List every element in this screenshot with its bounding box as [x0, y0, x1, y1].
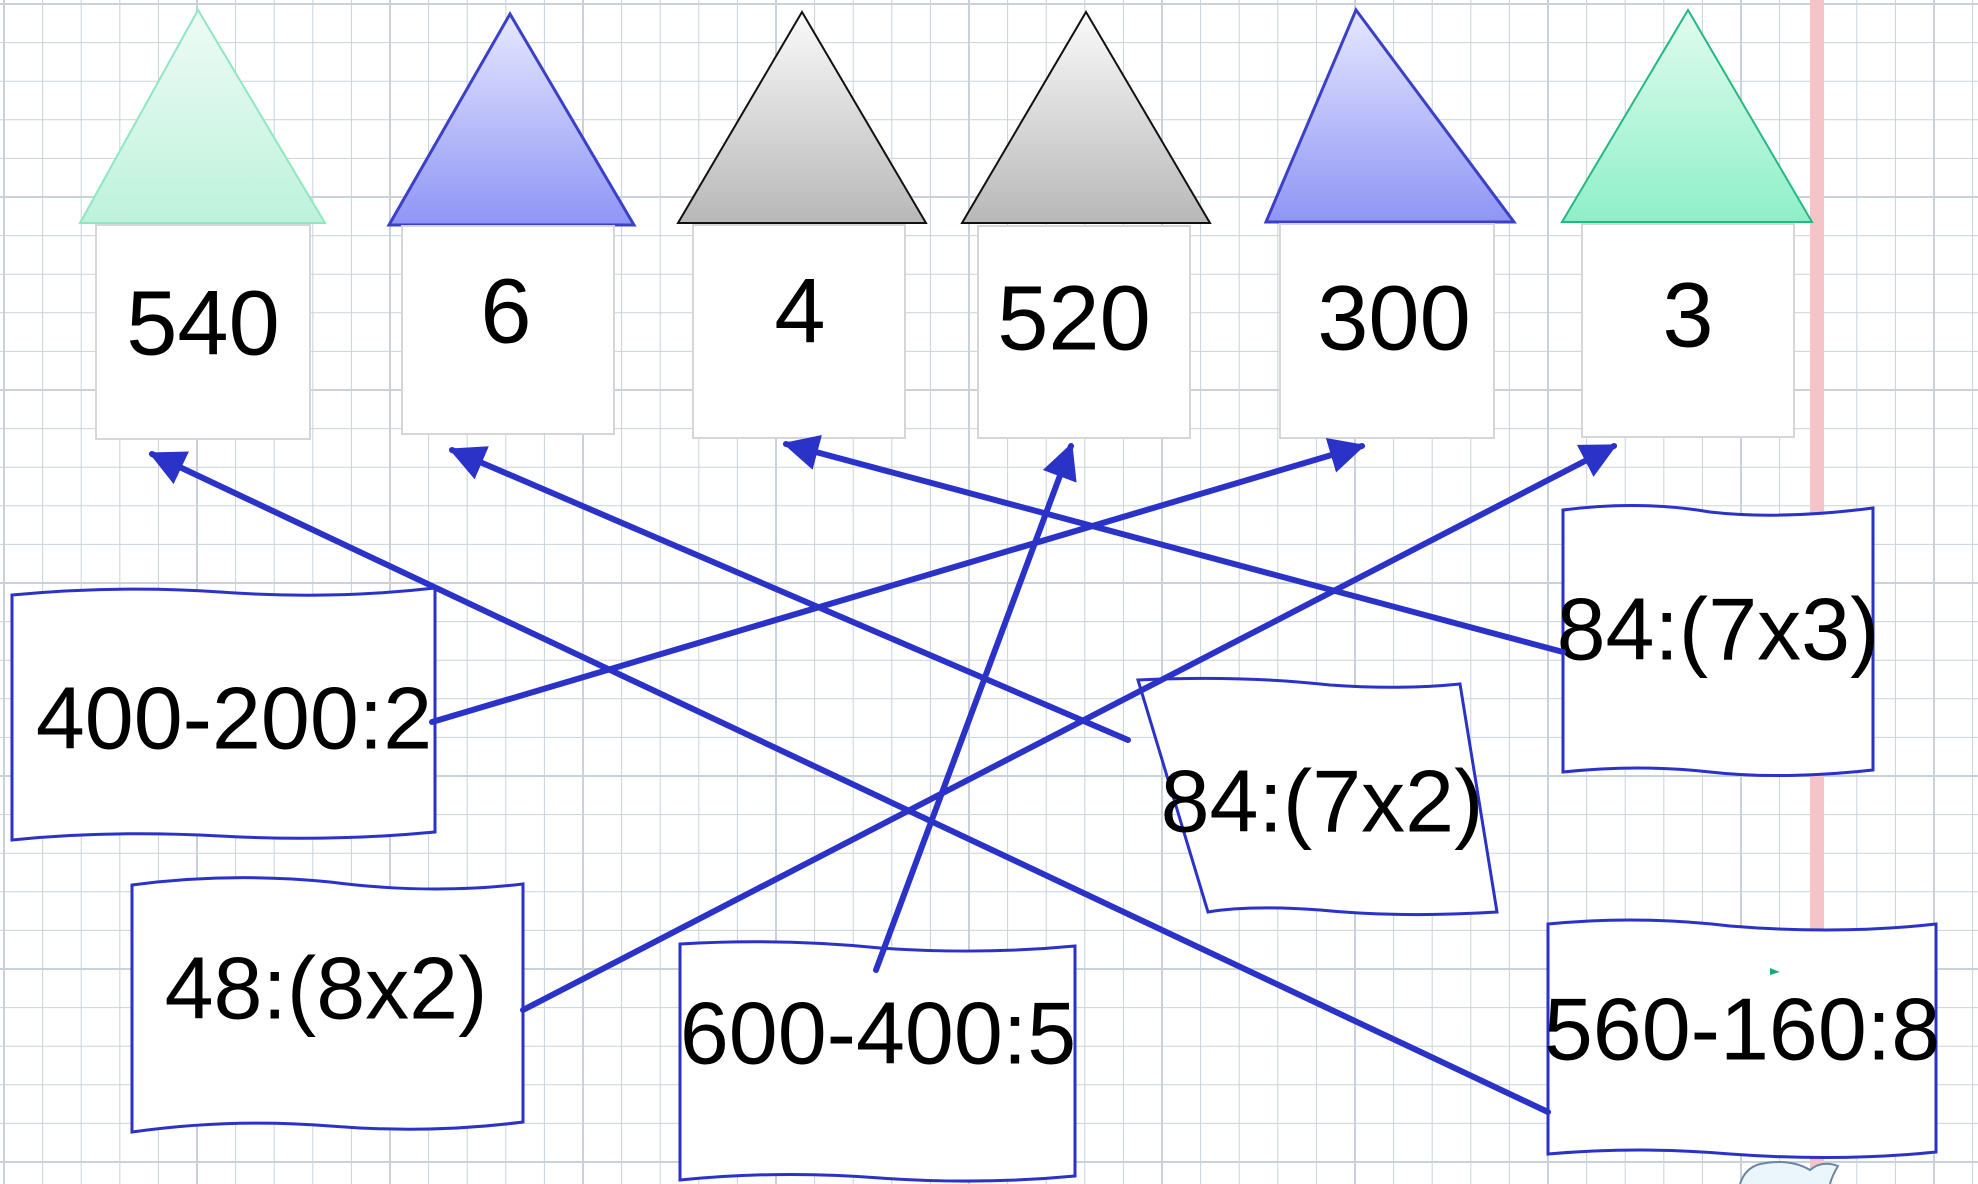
house-number: 540 — [126, 272, 280, 374]
house-box — [692, 224, 906, 439]
house-6: 6 — [386, 11, 637, 435]
roof-mint-light — [78, 7, 327, 224]
expression-text: 560-160:8 — [1544, 979, 1940, 1078]
expression-text: 400-200:2 — [36, 668, 432, 767]
arrow-84-7x3-to-4 — [782, 434, 1566, 655]
roof-gray — [960, 10, 1212, 224]
card-shape — [1561, 503, 1875, 778]
arrow-400-200-2-to-300 — [429, 437, 1366, 725]
card-400-200-2: 400-200:2 — [10, 586, 437, 842]
card-shape — [130, 876, 525, 1134]
house-number: 3 — [1662, 264, 1713, 366]
card-600-400-5: 600-400:5 — [678, 940, 1077, 1183]
arrow-84-7x2-to-6 — [448, 446, 1131, 743]
house-box — [401, 225, 615, 435]
roof-gray — [676, 10, 928, 224]
matching-arrows — [148, 434, 1618, 1115]
house-520: 520 — [960, 10, 1212, 439]
card-84-7x2: 84:(7x2) — [1136, 676, 1499, 917]
card-shape — [1546, 918, 1938, 1160]
card-shape — [10, 586, 437, 842]
tiny-marker — [1770, 968, 1780, 975]
arrow-560-160-8-to-540 — [148, 451, 1551, 1115]
house-number: 520 — [997, 267, 1151, 369]
house-box — [1581, 223, 1795, 438]
corner-drawing — [1739, 1161, 1840, 1184]
house-box — [95, 224, 311, 440]
card-48-8x2: 48:(8x2) — [130, 876, 525, 1134]
expression-text: 84:(7x2) — [1161, 751, 1484, 850]
expression-text: 48:(8x2) — [165, 938, 488, 1037]
house-4: 4 — [676, 10, 928, 439]
arrow-600-400-5-to-520 — [873, 442, 1077, 973]
house-number: 300 — [1317, 267, 1471, 369]
house-box — [1279, 223, 1495, 439]
card-shape — [678, 940, 1077, 1183]
expression-text: 84:(7x3) — [1557, 579, 1880, 678]
arrow-48-8x2-to-3 — [520, 443, 1618, 1013]
house-number: 6 — [480, 260, 531, 362]
house-3: 3 — [1560, 8, 1814, 438]
card-shape — [1136, 676, 1499, 917]
card-560-160-8: 560-160:8 — [1544, 918, 1940, 1160]
house-540: 540 — [78, 7, 327, 440]
house-number: 4 — [774, 260, 825, 362]
card-84-7x3: 84:(7x3) — [1557, 503, 1880, 778]
expression-text: 600-400:5 — [680, 983, 1076, 1082]
house-box — [977, 225, 1191, 439]
roof-blue — [1263, 7, 1517, 224]
roof-mint — [1560, 8, 1814, 223]
house-300: 300 — [1263, 7, 1517, 439]
